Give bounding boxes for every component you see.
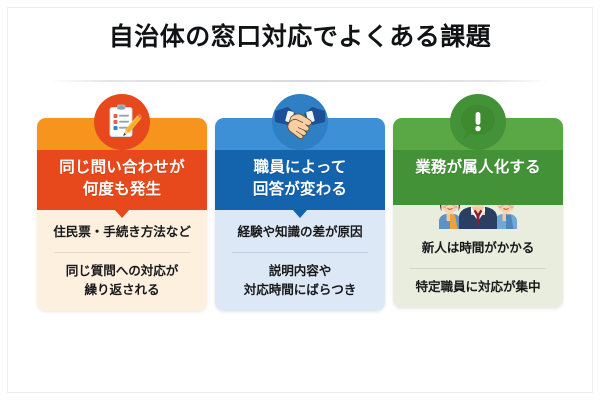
card-1-arrow-icon <box>114 209 130 218</box>
card-3-detail: 特定職員に対応が集中 <box>415 279 541 294</box>
handshake-icon <box>272 94 328 150</box>
card-1-subtitle: 住民票・手続き方法など <box>53 225 191 239</box>
card-3-divider <box>410 267 546 269</box>
card-1-heading-band: 同じ問い合わせが 何度も発生 <box>37 150 207 218</box>
card-2-heading: 職員によって 回答が変わる <box>252 159 348 198</box>
card-2-heading-band: 職員によって 回答が変わる <box>215 150 385 218</box>
card-same-inquiry[interactable]: 同じ問い合わせが 何度も発生 住民票・手続き方法など 同じ質問への対応が 繰り返… <box>37 94 207 311</box>
card-answer-varies[interactable]: 職員によって 回答が変わる 経験や知識の差が原因 説明内容や 対応時間にばらつき <box>215 94 385 311</box>
title-area: 自治体の窓口対応でよくある課題 <box>0 23 600 52</box>
card-3-heading-band: 業務が属人化する <box>393 150 563 205</box>
card-1-detail: 同じ質問への対応が 繰り返される <box>65 263 179 297</box>
card-2-body: 経験や知識の差が原因 説明内容や 対応時間にばらつき <box>215 210 385 311</box>
page-title: 自治体の窓口対応でよくある課題 <box>108 23 492 51</box>
speech-bubble-exclamation-icon <box>450 94 506 150</box>
card-3-header: 業務が属人化する <box>393 94 563 205</box>
card-2-header: 職員によって 回答が変わる <box>215 94 385 218</box>
card-3-heading: 業務が属人化する <box>415 159 541 176</box>
card-1-header: 同じ問い合わせが 何度も発生 <box>37 94 207 218</box>
cards-row: 同じ問い合わせが 何度も発生 住民票・手続き方法など 同じ質問への対応が 繰り返… <box>0 94 600 346</box>
card-personalized-work[interactable]: 業務が属人化する <box>393 94 563 308</box>
card-2-divider <box>232 251 368 253</box>
card-3-body: 新人は時間がかかる 特定職員に対応が集中 <box>393 181 563 308</box>
card-2-subtitle: 経験や知識の差が原因 <box>237 225 363 239</box>
card-1-heading: 同じ問い合わせが 何度も発生 <box>59 159 185 198</box>
card-2-detail: 説明内容や 対応時間にばらつき <box>243 263 357 297</box>
card-1-divider <box>54 251 190 253</box>
card-3-subtitle: 新人は時間がかかる <box>421 241 535 255</box>
clipboard-checklist-pencil-icon <box>94 94 150 150</box>
card-1-body: 住民票・手続き方法など 同じ質問への対応が 繰り返される <box>37 210 207 311</box>
card-2-arrow-icon <box>292 209 308 218</box>
title-divider <box>50 80 550 82</box>
